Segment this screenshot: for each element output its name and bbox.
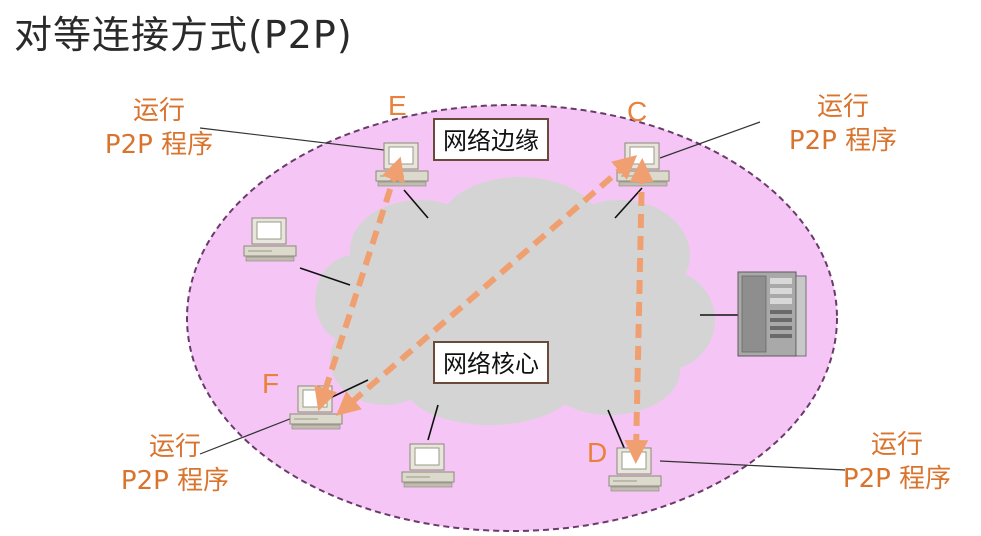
p2p-arrows <box>314 155 654 464</box>
callout-line1: 运行 <box>148 432 201 462</box>
callout-top-left: 运行 P2P 程序 <box>84 94 234 162</box>
host-label-c: C <box>627 96 648 127</box>
callout-line1: 运行 <box>132 96 185 126</box>
arrow-c-f <box>335 155 638 416</box>
network-core-label: 网络核心 <box>433 341 549 384</box>
callout-bottom-left: 运行 P2P 程序 <box>100 430 250 498</box>
page-title: 对等连接方式(P2P) <box>14 13 353 57</box>
server-icon <box>737 271 807 357</box>
callout-line2: P2P 程序 <box>120 466 230 496</box>
callout-lines <box>199 121 846 471</box>
callout-line2: P2P 程序 <box>788 126 898 156</box>
arrow-c-d <box>624 158 654 464</box>
callout-line1: 运行 <box>816 92 869 122</box>
callout-bottom-right: 运行 P2P 程序 <box>822 428 972 496</box>
network-edge-label: 网络边缘 <box>433 118 549 161</box>
host-label-e: E <box>388 90 407 121</box>
callout-top-right: 运行 P2P 程序 <box>768 90 918 158</box>
network-core-cloud <box>315 177 715 425</box>
callout-line2: P2P 程序 <box>842 464 952 494</box>
callout-line2: P2P 程序 <box>104 130 214 160</box>
host-label-d: D <box>587 437 608 468</box>
host-label-f: F <box>262 368 280 399</box>
callout-line1: 运行 <box>870 430 923 460</box>
